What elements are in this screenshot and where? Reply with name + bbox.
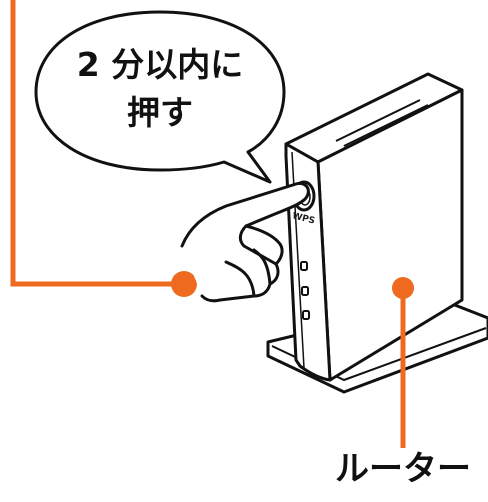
speech-bubble [34,10,286,184]
finger-marker-dot [171,271,197,297]
status-led [300,261,308,271]
router-label: ルーター [335,449,471,489]
status-led [302,310,310,320]
callout-leader-line [10,0,182,287]
hand-pressing-icon [180,181,310,303]
status-led [301,286,309,296]
callout-text-line1: 2 分以内に [76,45,244,84]
callout-text-line2: 押す [127,93,193,132]
router-marker-dot [392,277,414,299]
